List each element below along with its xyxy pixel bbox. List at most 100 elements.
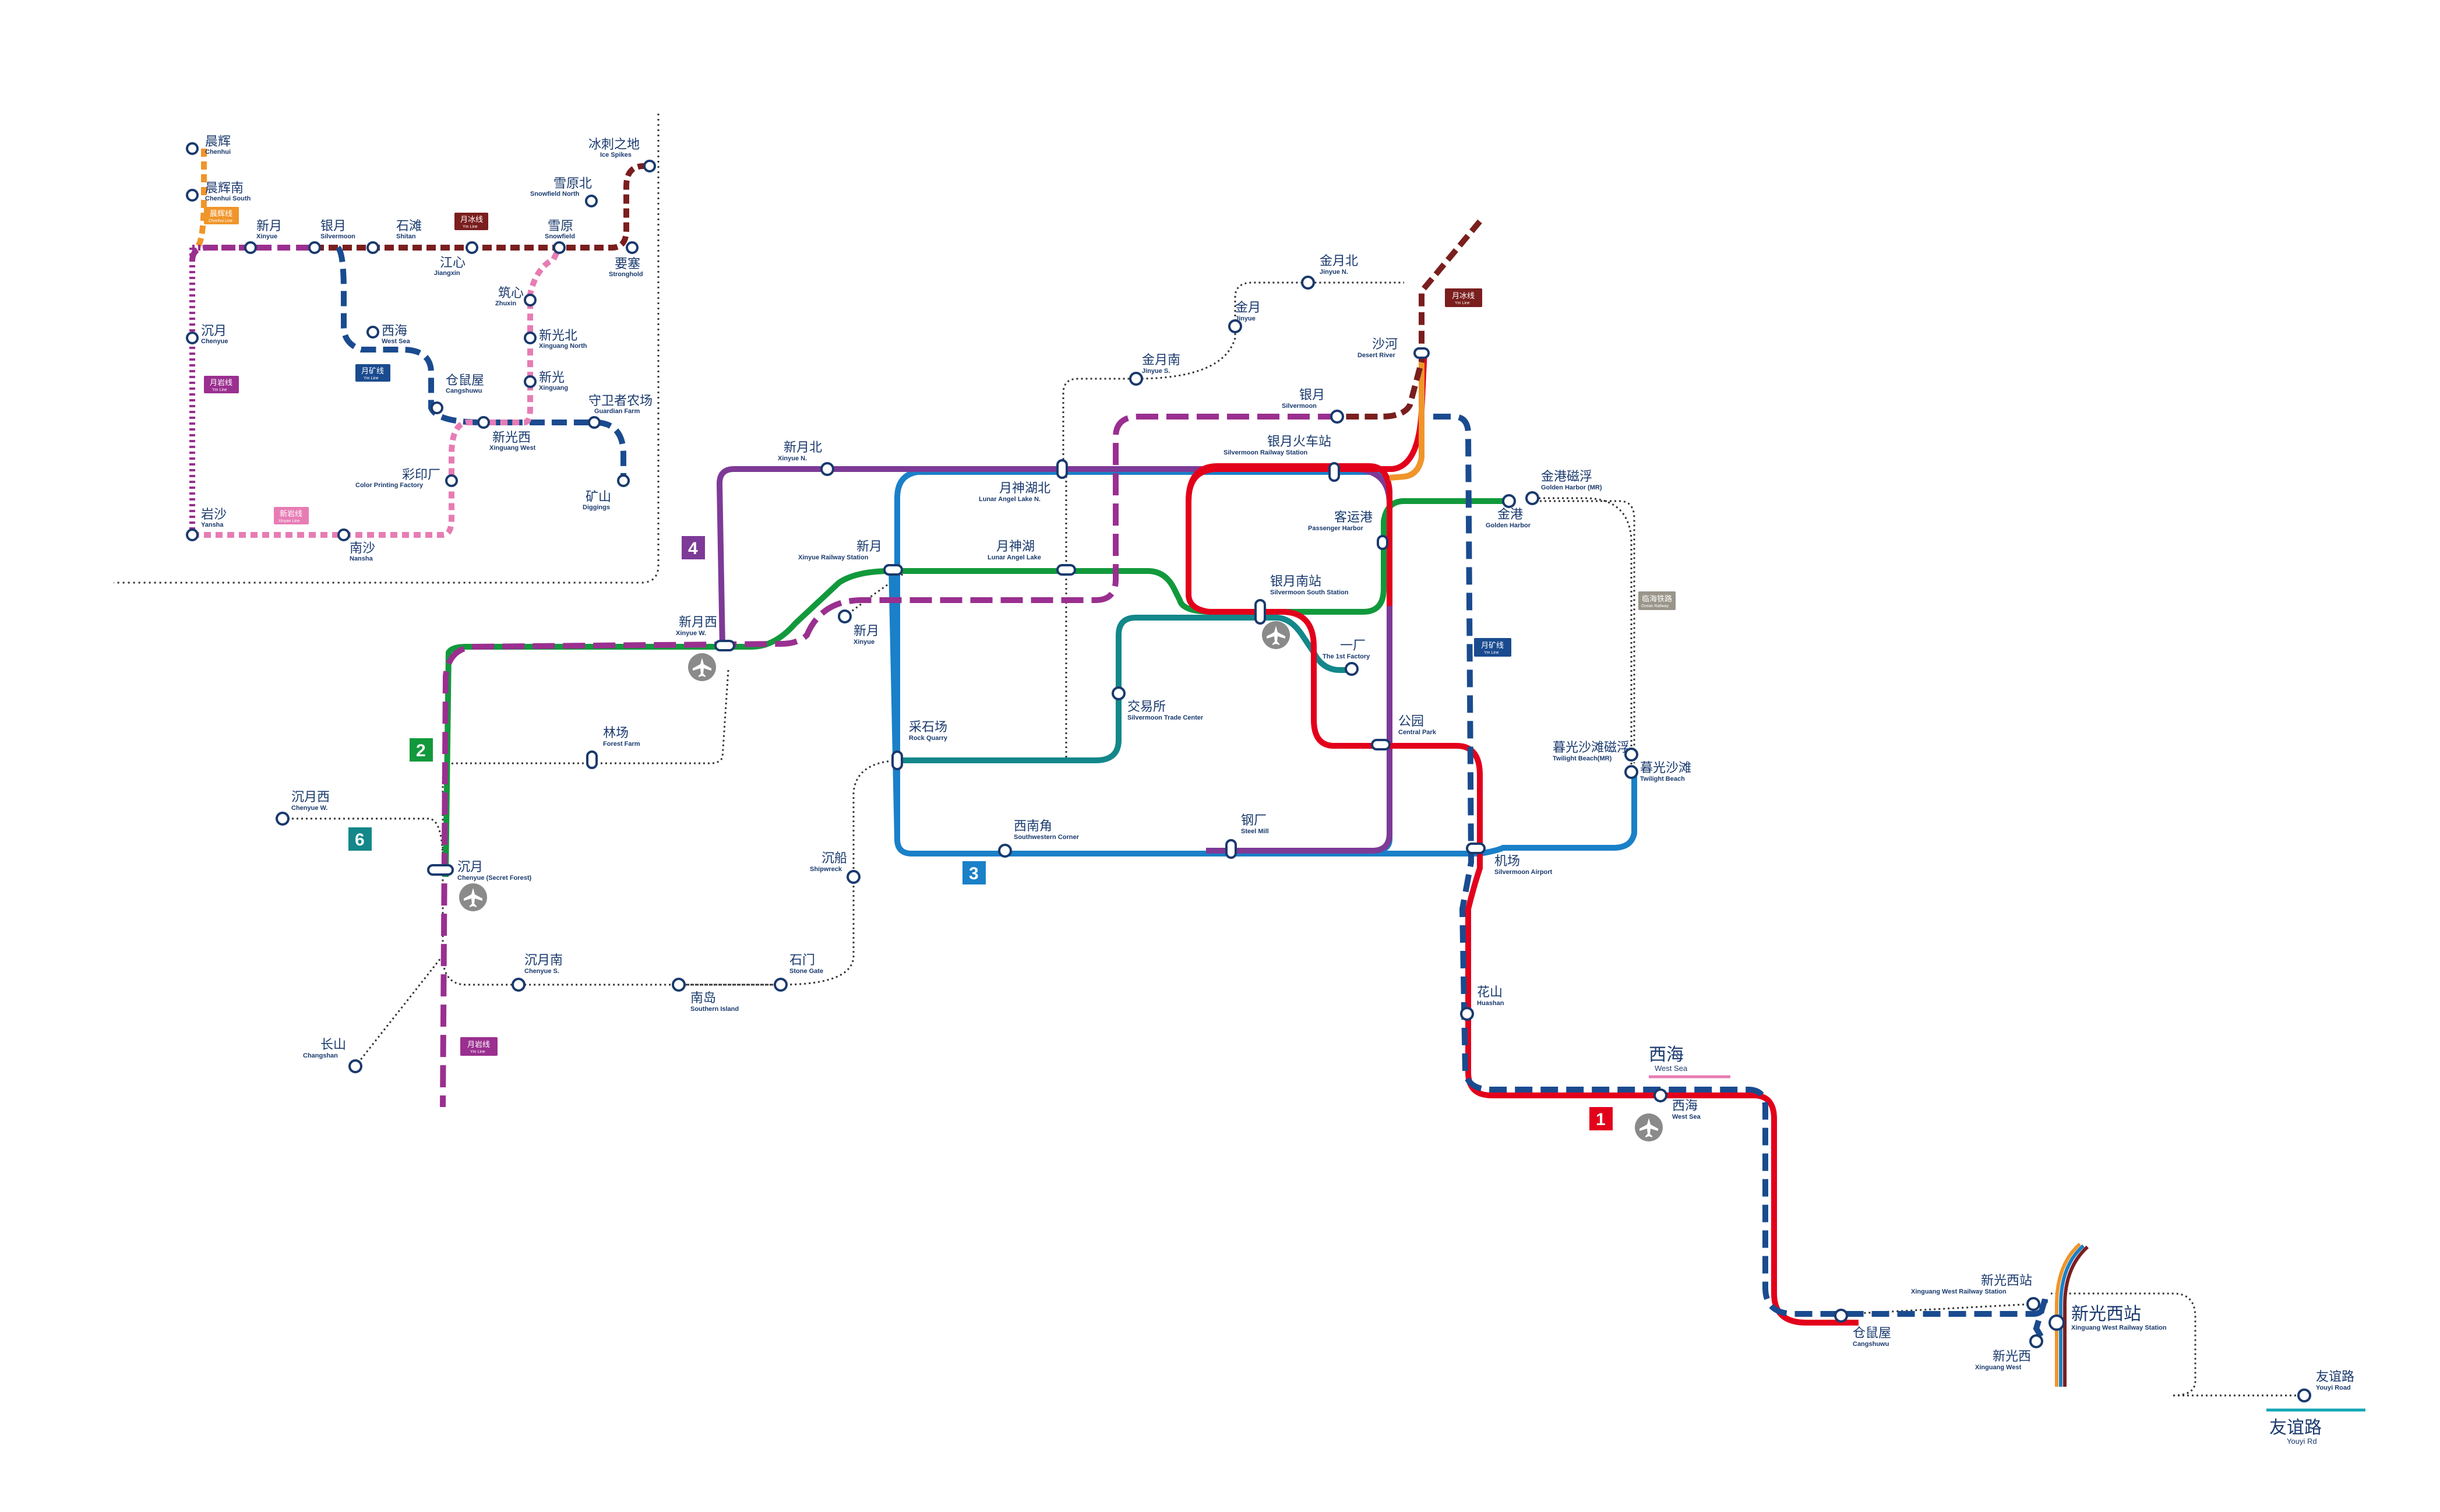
station-1st-factory[interactable]: [1345, 662, 1359, 676]
yueyan-line-main: [440, 414, 1340, 1108]
inset-station-shitan[interactable]: [366, 241, 379, 254]
tag-yueyan-inset: [204, 376, 239, 393]
station-label-zh: 友谊路: [2316, 1370, 2354, 1384]
inset-station-zhuxin[interactable]: [524, 294, 537, 306]
line-2-badge[interactable]: [410, 738, 433, 762]
station-label-en: Jinyue S.: [1142, 368, 1170, 375]
station-label-zh: 沙河: [1372, 337, 1398, 352]
station-twilight-beach-mr[interactable]: [1624, 748, 1638, 762]
station-xinyue-west[interactable]: [714, 640, 735, 651]
station-silvermoon[interactable]: [1330, 410, 1344, 424]
inset-station-guardian-farm[interactable]: [588, 416, 601, 429]
station-label-zh: 金港磁浮: [1541, 470, 1592, 484]
inset-station-snowfield-north[interactable]: [585, 195, 598, 207]
inset-station-xinguang-west[interactable]: [477, 416, 490, 429]
station-stone-gate[interactable]: [774, 978, 788, 992]
tag-text: Ym Line: [364, 376, 379, 380]
station-airport[interactable]: [1466, 843, 1486, 854]
station-golden-harbor-mr[interactable]: [1525, 491, 1539, 505]
line-tags: 月冰线 Ym Line 月矿线 Ym Line 临海铁路 Ocean Railw…: [460, 288, 1676, 1056]
station-label-zh: 友谊路: [2269, 1418, 2322, 1438]
station-jinyue-north[interactable]: [1301, 276, 1315, 290]
station-xinguang-west-rs[interactable]: [2026, 1297, 2040, 1311]
station-rock-quarry[interactable]: [891, 750, 903, 770]
inset-station-xinguang[interactable]: [524, 375, 537, 388]
line-3-badge[interactable]: [962, 861, 986, 884]
inset-label-en: Xinguang North: [539, 343, 587, 350]
station-xinyue[interactable]: [838, 609, 852, 623]
station-lunar-lake-north[interactable]: [1056, 459, 1068, 479]
station-twilight-beach[interactable]: [1624, 765, 1638, 779]
line-1-loop: [1186, 463, 1392, 606]
inset-station-chenhui[interactable]: [186, 142, 199, 155]
station-xinguang-west[interactable]: [2029, 1334, 2043, 1348]
inset-station-ice-spikes[interactable]: [643, 160, 656, 172]
inset-station-xinyue[interactable]: [244, 241, 257, 254]
inset-station-xinguang-north[interactable]: [524, 332, 537, 344]
station-label-en: Xinguang West Railway Station: [1911, 1288, 2007, 1295]
station-desert-river[interactable]: [1413, 347, 1430, 359]
station-label-zh: 金月: [1235, 301, 1261, 315]
inset-label-zh: 雪原北: [553, 177, 592, 191]
station-central-park[interactable]: [1371, 739, 1391, 750]
station-jinyue-south[interactable]: [1129, 372, 1143, 386]
station-golden-harbor[interactable]: [1502, 494, 1516, 508]
station-steel-mill[interactable]: [1225, 839, 1237, 859]
station-southwestern-corner[interactable]: [998, 844, 1012, 858]
line-4-badge[interactable]: [682, 536, 705, 559]
station-label-zh: 新月西: [679, 615, 717, 630]
station-chenyue-south[interactable]: [512, 978, 526, 992]
inset-station-jiangxin[interactable]: [466, 241, 478, 254]
line-6-badge[interactable]: [348, 827, 372, 851]
inset-station-stronghold[interactable]: [626, 241, 639, 254]
station-label-zh: 金月北: [1320, 254, 1358, 269]
station-lunar-lake[interactable]: [1056, 564, 1076, 576]
station-youyi-road[interactable]: [2297, 1388, 2311, 1402]
station-huashan[interactable]: [1460, 1007, 1474, 1021]
station-label-zh: 银月南站: [1270, 575, 1321, 589]
inset-station-snowfield[interactable]: [553, 241, 566, 254]
inset-label-en: Cangshuwu: [446, 387, 482, 394]
inset-station-chenyue[interactable]: [186, 332, 199, 344]
inset-label-en: Chenyue: [201, 338, 228, 345]
tag-text: 月冰线: [1452, 292, 1475, 301]
inset-station-cangshuwu[interactable]: [431, 401, 443, 414]
inset-station-chenhui-south[interactable]: [186, 189, 199, 202]
station-southern-island[interactable]: [672, 978, 686, 992]
station-chenyue[interactable]: [427, 864, 454, 876]
station-xinyue-railway[interactable]: [883, 564, 903, 576]
inset-label-zh: 南沙: [350, 541, 375, 556]
station-shipwreck[interactable]: [847, 870, 861, 884]
inset-station-color-printing[interactable]: [445, 474, 458, 487]
station-label-en: Southwestern Corner: [1014, 834, 1080, 841]
inset-station-diggings[interactable]: [617, 474, 630, 487]
station-label-en: Stone Gate: [789, 968, 823, 975]
station-label-en: Steel Mill: [1241, 828, 1269, 835]
station-west-sea[interactable]: [1653, 1088, 1667, 1102]
station-chenyue-west[interactable]: [276, 812, 290, 826]
tag-text: Chenhui Line: [209, 219, 232, 223]
yuekuang-line-main: [1433, 414, 2048, 1345]
station-forest-farm[interactable]: [586, 750, 598, 769]
inset-label-zh: 晨辉: [205, 135, 231, 149]
station-xinyue-north[interactable]: [820, 462, 834, 476]
inset-station-west-sea[interactable]: [366, 326, 379, 339]
station-label-en: Central Park: [1398, 729, 1437, 736]
inset-station-nansha[interactable]: [337, 528, 350, 541]
station-jinyue[interactable]: [1228, 319, 1242, 333]
inset-station-yansha[interactable]: [186, 528, 199, 541]
station-silvermoon-railway[interactable]: [1328, 462, 1340, 482]
tag-yuebing-inset: [454, 213, 488, 230]
station-xinguang-west-rs-big[interactable]: [2048, 1314, 2065, 1331]
inset-station-silvermoon[interactable]: [308, 241, 321, 254]
station-changshan[interactable]: [348, 1059, 362, 1073]
station-label-en: Twilight Beach(MR): [1553, 755, 1612, 762]
inset-labels: 晨辉 Chenhui 晨辉南 Chenhui South 新月 Xinyue 银…: [201, 135, 653, 562]
station-trade-center[interactable]: [1112, 686, 1126, 700]
line-1-badge[interactable]: [1589, 1107, 1613, 1130]
station-passenger-harbor[interactable]: [1377, 535, 1388, 550]
line-6: [897, 615, 1346, 763]
station-cangshuwu[interactable]: [1834, 1309, 1848, 1323]
station-label-zh: 金月南: [1142, 353, 1180, 368]
station-silvermoon-south[interactable]: [1254, 599, 1266, 625]
